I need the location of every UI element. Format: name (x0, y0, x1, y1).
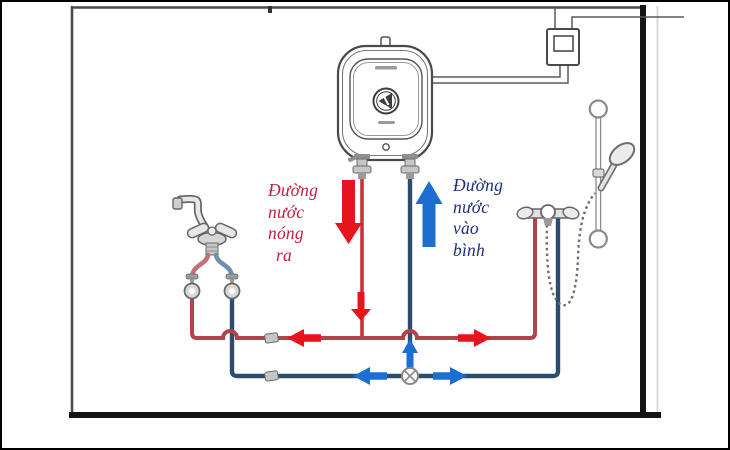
cold-main-run (229, 218, 561, 379)
cold-label-line-1: Đường (453, 175, 504, 195)
hot-flow-arrow-left (287, 329, 321, 347)
cold-flow-arrow-left (353, 367, 387, 385)
power-wiring (431, 8, 684, 84)
cold-water-pipes (229, 178, 561, 379)
faucet-handle-right (214, 222, 238, 239)
cold-label-line-2: nước (453, 196, 490, 217)
heater-logo-icon (372, 87, 400, 115)
hot-label-line-1: Đường (268, 180, 319, 200)
heater-model-mark (378, 121, 395, 124)
hot-supply-hose (189, 252, 211, 279)
hot-label-line-2: nước (268, 201, 305, 222)
hot-stop-valve-icon (183, 273, 201, 300)
hot-flow-arrow-down (351, 292, 371, 321)
hot-water-label: Đường nước nóng ra (268, 180, 318, 266)
cold-in-arrow-large (415, 181, 443, 247)
cold-label-line-4: bình (453, 239, 485, 260)
power-outlet-icon (546, 28, 580, 66)
faucet-shank (205, 242, 219, 256)
faucet-handle-left (186, 222, 210, 239)
shower-set (516, 99, 636, 307)
drain-valve-icon (401, 367, 419, 385)
heater-brand-mark (375, 66, 397, 70)
heater-indicator (382, 143, 390, 151)
shower-rail (588, 99, 608, 249)
water-heater (336, 36, 434, 179)
cold-flow-arrow-right (433, 367, 467, 385)
shower-head-icon (597, 142, 636, 192)
room-outline (69, 5, 661, 418)
hot-label-line-3: nóng (268, 223, 304, 243)
hot-flow-arrow-right (458, 329, 491, 347)
shower-hose (545, 192, 596, 307)
cold-label-line-3: vào (453, 218, 479, 238)
cold-flow-arrow-up (402, 339, 418, 368)
hot-outlet-fitting (347, 154, 372, 179)
hot-label-line-4: ra (276, 244, 292, 265)
cold-supply-hose (213, 252, 235, 279)
faucet-spout-tip (172, 197, 183, 210)
sink-faucet-icon (172, 194, 241, 300)
shower-mixer-icon (516, 204, 580, 226)
flow-arrows (287, 180, 491, 385)
heater-front-panel (349, 58, 423, 140)
cold-water-label: Đường nước vào bình (453, 175, 503, 261)
cold-inlet-fitting (400, 154, 420, 179)
cold-stop-valve-icon (223, 273, 241, 300)
hot-pipe-coupler (264, 332, 279, 344)
hot-out-arrow-large (335, 180, 362, 244)
cold-pipe-coupler (264, 370, 279, 382)
